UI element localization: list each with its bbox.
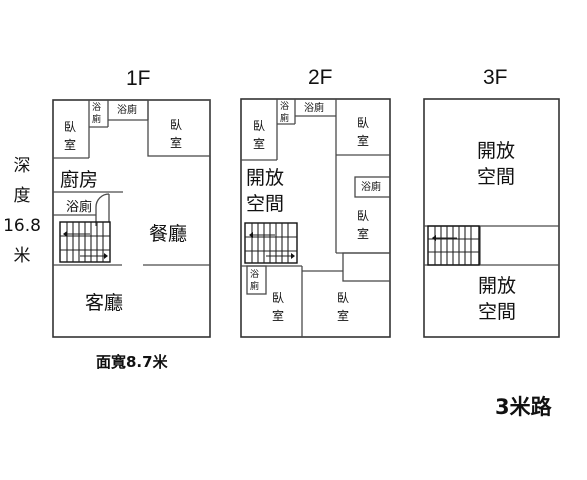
road-label: 3米路 [495, 395, 552, 419]
floor-2f-plan [240, 98, 391, 338]
room-1f-living: 客廳 [85, 292, 124, 314]
room-1f-bedroom-left: 臥 室 [64, 120, 77, 152]
floor-3f-plan [423, 98, 560, 338]
floor-title-2f: 2F [308, 66, 333, 89]
room-1f-bath-top: 浴廁 [117, 105, 137, 116]
room-3f-open-space-bottom: 開放 空間 [478, 275, 517, 323]
room-2f-bedroom-bottom-mid: 臥 室 [272, 291, 285, 323]
room-2f-bath-bottom-left: 浴 廁 [250, 270, 260, 292]
room-1f-dining: 餐廳 [149, 223, 188, 245]
floor-1f-plan [52, 99, 211, 338]
floor-title-1f: 1F [126, 67, 151, 90]
room-2f-bedroom-right-mid: 臥 室 [357, 209, 370, 241]
room-2f-bedroom-left: 臥 室 [253, 119, 266, 151]
floor-2f-outline [240, 98, 391, 338]
room-3f-open-space-top: 開放 空間 [477, 140, 516, 188]
room-2f-bath-right: 浴廁 [361, 182, 381, 193]
floor-1f-outline [52, 99, 211, 338]
room-2f-bath-top: 浴廁 [304, 103, 324, 114]
room-1f-kitchen: 廚房 [60, 169, 99, 191]
depth-dimension-label: 深 度 16.8 米 [3, 156, 41, 266]
floor-3f-outline [423, 98, 560, 338]
room-2f-open-space: 開放 空間 [246, 167, 285, 215]
room-2f-bedroom-right-top: 臥 室 [357, 116, 370, 148]
room-1f-bedroom-right: 臥 室 [170, 118, 183, 150]
floor-title-3f: 3F [483, 66, 508, 89]
room-2f-bath-small: 浴 廁 [280, 102, 290, 124]
room-2f-bedroom-bottom-right: 臥 室 [337, 291, 350, 323]
width-dimension-label: 面寬8.7米 [96, 353, 168, 371]
room-1f-bath-small: 浴 廁 [92, 103, 102, 125]
room-1f-bath-mid: 浴廁 [66, 200, 93, 215]
